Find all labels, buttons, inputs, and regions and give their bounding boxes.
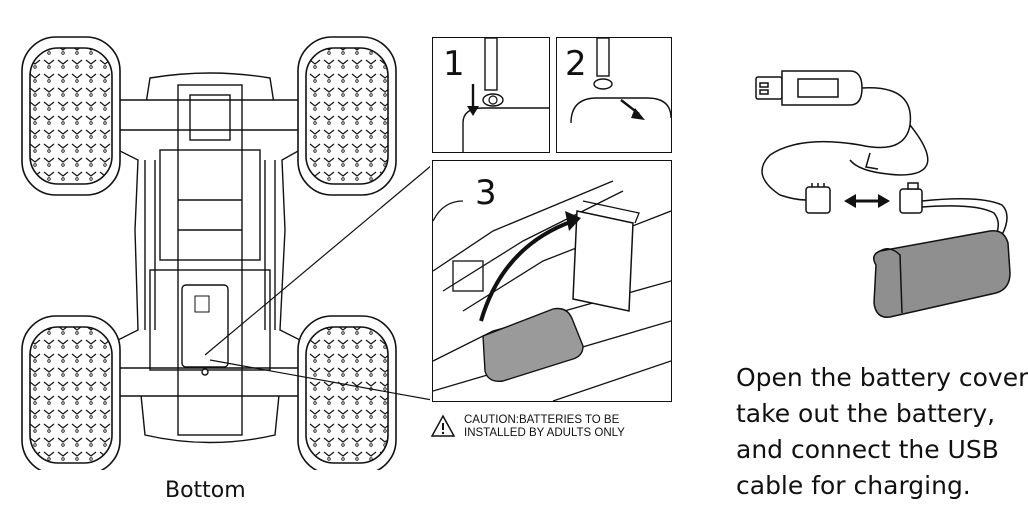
curved-arrow-icon — [565, 211, 581, 231]
instruction-line-1: Open the battery cover, — [736, 363, 1028, 392]
screw-removal-illustration — [462, 38, 549, 152]
diagonal-arrow-icon — [631, 108, 645, 120]
caution-notice: CAUTION:BATTERIES TO BE INSTALLED BY ADU… — [430, 414, 625, 440]
screw-lifted-illustration — [570, 38, 671, 124]
step-3-number: 3 — [475, 173, 497, 213]
step-2-number: 2 — [565, 44, 587, 84]
step-1-panel: 1 — [432, 37, 550, 153]
step-2-panel: 2 — [556, 37, 672, 153]
step-1-number: 1 — [443, 44, 465, 84]
caution-line-1: CAUTION:BATTERIES TO BE — [464, 414, 620, 426]
instruction-line-3: and connect the USB — [736, 435, 999, 464]
charging-instructions: Open the battery cover, take out the bat… — [736, 360, 1028, 504]
instruction-line-4: cable for charging. — [736, 471, 971, 500]
step-3-panel: 3 — [432, 160, 672, 402]
usb-plug-icon — [755, 76, 783, 100]
battery-pack-icon — [873, 230, 1011, 318]
car-bottom-illustration — [21, 36, 430, 470]
instruction-line-2: take out the battery, — [736, 399, 996, 428]
connect-arrow-icon — [844, 194, 890, 208]
battery-compartment-illustration — [433, 180, 671, 401]
usb-charger-illustration — [755, 70, 1011, 318]
warning-triangle-icon — [430, 414, 456, 437]
caution-line-2: INSTALLED BY ADULTS ONLY — [464, 427, 625, 439]
car-caption: Bottom — [165, 478, 246, 503]
down-arrow-icon — [467, 106, 479, 116]
caution-text: CAUTION:BATTERIES TO BE INSTALLED BY ADU… — [464, 414, 625, 440]
